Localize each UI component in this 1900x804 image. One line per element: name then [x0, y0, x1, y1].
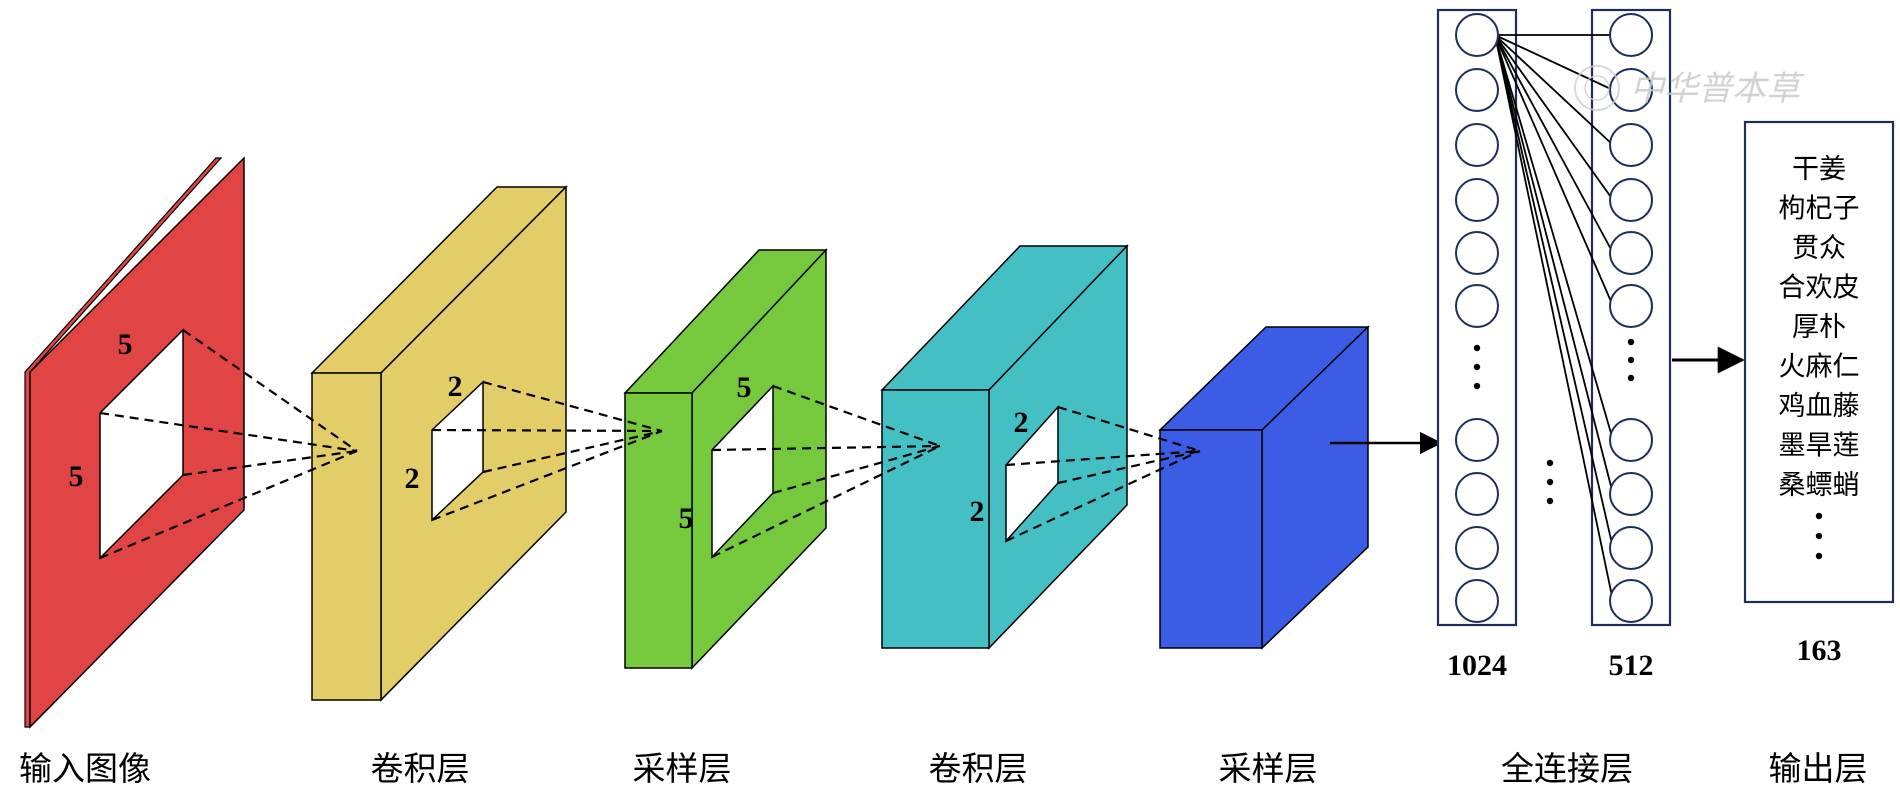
layer-captions: 输入图像 卷积层 采样层 卷积层 采样层 全连接层 输出层: [19, 749, 1868, 788]
fc-edge: [1494, 34, 1614, 201]
conv2-kernel-left-label: 2: [970, 495, 985, 528]
pool1-kernel-top-label: 5: [737, 371, 752, 404]
input-kernel-top-label: 5: [118, 328, 133, 361]
output-class-item: 枸杞子: [1779, 194, 1860, 225]
fc-left-neuron: [1455, 231, 1499, 275]
conv2-front-face: [881, 389, 990, 649]
watermark-text: 中华普本草: [1630, 69, 1805, 109]
fc-edge: [1494, 34, 1614, 549]
output-class-item: 火麻仁: [1779, 352, 1860, 383]
fc-left-neuron: [1455, 472, 1499, 516]
caption-output: 输出层: [1769, 749, 1868, 788]
output-class-item: 鸡血藤: [1779, 391, 1860, 422]
watermark: 中华普本草: [1574, 65, 1805, 111]
output-class-box: [1743, 120, 1895, 604]
fc-left-count: 1024: [1447, 649, 1507, 682]
fc-right-neuron: [1609, 526, 1653, 570]
fc-left-neuron: [1455, 579, 1499, 623]
fc-edge: [1494, 34, 1614, 307]
fc-edge: [1494, 34, 1614, 254]
fc-neurons: [1455, 13, 1653, 623]
fc-edge: [1494, 34, 1614, 441]
fc-right-ellipsis: [1627, 338, 1635, 382]
fc-edge: [1494, 34, 1614, 602]
caption-pool2: 采样层: [1219, 749, 1318, 788]
pool-layer-1: [623, 248, 828, 670]
conv-layer-1: [310, 185, 568, 702]
conv1-front-face: [311, 372, 382, 701]
fc-middle-ellipsis: [1546, 459, 1554, 505]
caption-input: 输入图像: [19, 749, 151, 788]
receptive-field-lines: [99, 329, 1201, 560]
fc-edge: [1494, 34, 1614, 146]
output-class-item: 贯众: [1792, 233, 1846, 264]
output-class-item: 墨旱莲: [1779, 431, 1860, 462]
conv-layer-2: [880, 244, 1129, 650]
caption-conv1: 卷积层: [371, 749, 470, 788]
fc-right-neuron: [1609, 123, 1653, 167]
fc-edge: [1494, 34, 1614, 495]
output-class-ellipsis: [1815, 512, 1823, 560]
pool1-front-face: [624, 392, 693, 669]
fc-right-neuron: [1609, 68, 1653, 112]
pool1-kernel-left-label: 5: [679, 502, 694, 535]
conv2-kernel-top-label: 2: [1014, 406, 1029, 439]
fc-right-neuron: [1609, 472, 1653, 516]
fc-right-neuron: [1609, 231, 1653, 275]
pool2-front-face: [1159, 429, 1263, 649]
fc-left-neuron: [1455, 526, 1499, 570]
fc-right-neuron: [1609, 13, 1653, 57]
fully-connected-layer: 1024 512: [1436, 8, 1672, 682]
fc-left-neuron: [1455, 284, 1499, 328]
fc-edge: [1494, 34, 1614, 91]
fc-left-neuron: [1455, 68, 1499, 112]
output-count: 163: [1797, 634, 1842, 667]
fc-right-count: 512: [1609, 649, 1654, 682]
pool-layer-2: [1158, 325, 1370, 650]
fc-left-neuron: [1455, 123, 1499, 167]
output-class-item: 桑螵蛸: [1779, 470, 1860, 501]
fc-right-neuron: [1609, 418, 1653, 462]
caption-conv2: 卷积层: [929, 749, 1028, 788]
fc-left-ellipsis: [1473, 344, 1481, 390]
fc-connections: [1494, 34, 1614, 602]
caption-fc: 全连接层: [1501, 749, 1633, 788]
fc-right-neuron: [1609, 284, 1653, 328]
output-class-item: 厚朴: [1792, 312, 1846, 343]
input-layer: [24, 156, 245, 729]
fc-left-neuron: [1455, 418, 1499, 462]
caption-pool1: 采样层: [633, 749, 732, 788]
output-class-item: 干姜: [1792, 154, 1846, 185]
conv1-kernel-left-label: 2: [405, 462, 420, 495]
input-kernel-left-label: 5: [69, 460, 84, 493]
watermark-seal-icon: [1574, 65, 1620, 111]
fc-right-neuron: [1609, 178, 1653, 222]
fc-left-neuron: [1455, 178, 1499, 222]
conv1-kernel-top-label: 2: [448, 370, 463, 403]
fc-right-neuron: [1609, 579, 1653, 623]
fc-left-neuron: [1455, 13, 1499, 57]
output-class-item: 合欢皮: [1779, 273, 1860, 304]
